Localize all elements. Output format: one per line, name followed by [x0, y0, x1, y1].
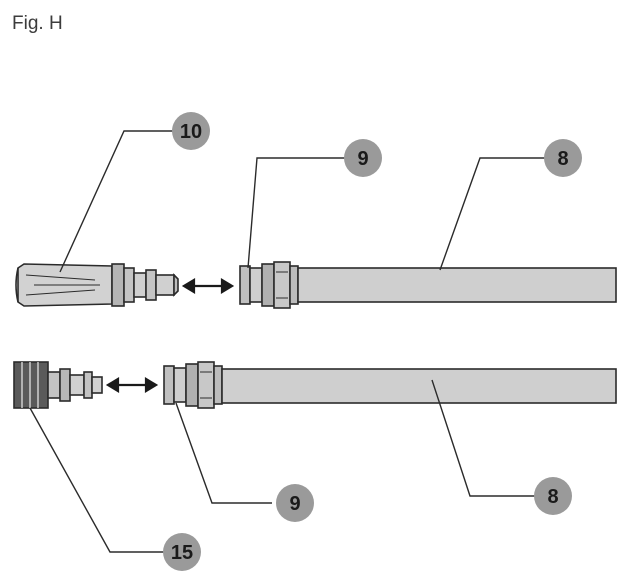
connect-arrow-top	[181, 278, 235, 294]
hose-top	[297, 267, 617, 303]
svg-text:10: 10	[180, 121, 202, 143]
callout-9-top: 9	[344, 139, 382, 177]
svg-text:15: 15	[171, 542, 193, 564]
callout-15: 15	[163, 533, 201, 571]
leader-lines	[29, 130, 546, 553]
figure-title: Fig. H	[12, 13, 63, 34]
svg-text:8: 8	[547, 486, 558, 508]
adapter-part	[13, 361, 103, 409]
hose-coupler-bottom	[163, 361, 223, 409]
callout-9-bottom: 9	[276, 484, 314, 522]
hose-coupler-top	[239, 261, 299, 309]
svg-text:9: 9	[289, 493, 300, 515]
svg-text:9: 9	[357, 148, 368, 170]
callout-10: 10	[172, 112, 210, 150]
svg-text:8: 8	[557, 148, 568, 170]
hose-bottom	[221, 368, 617, 404]
nozzle-part	[15, 263, 179, 307]
callout-8-bottom: 8	[534, 477, 572, 515]
connect-arrow-bottom	[105, 377, 159, 393]
callout-8-top: 8	[544, 139, 582, 177]
